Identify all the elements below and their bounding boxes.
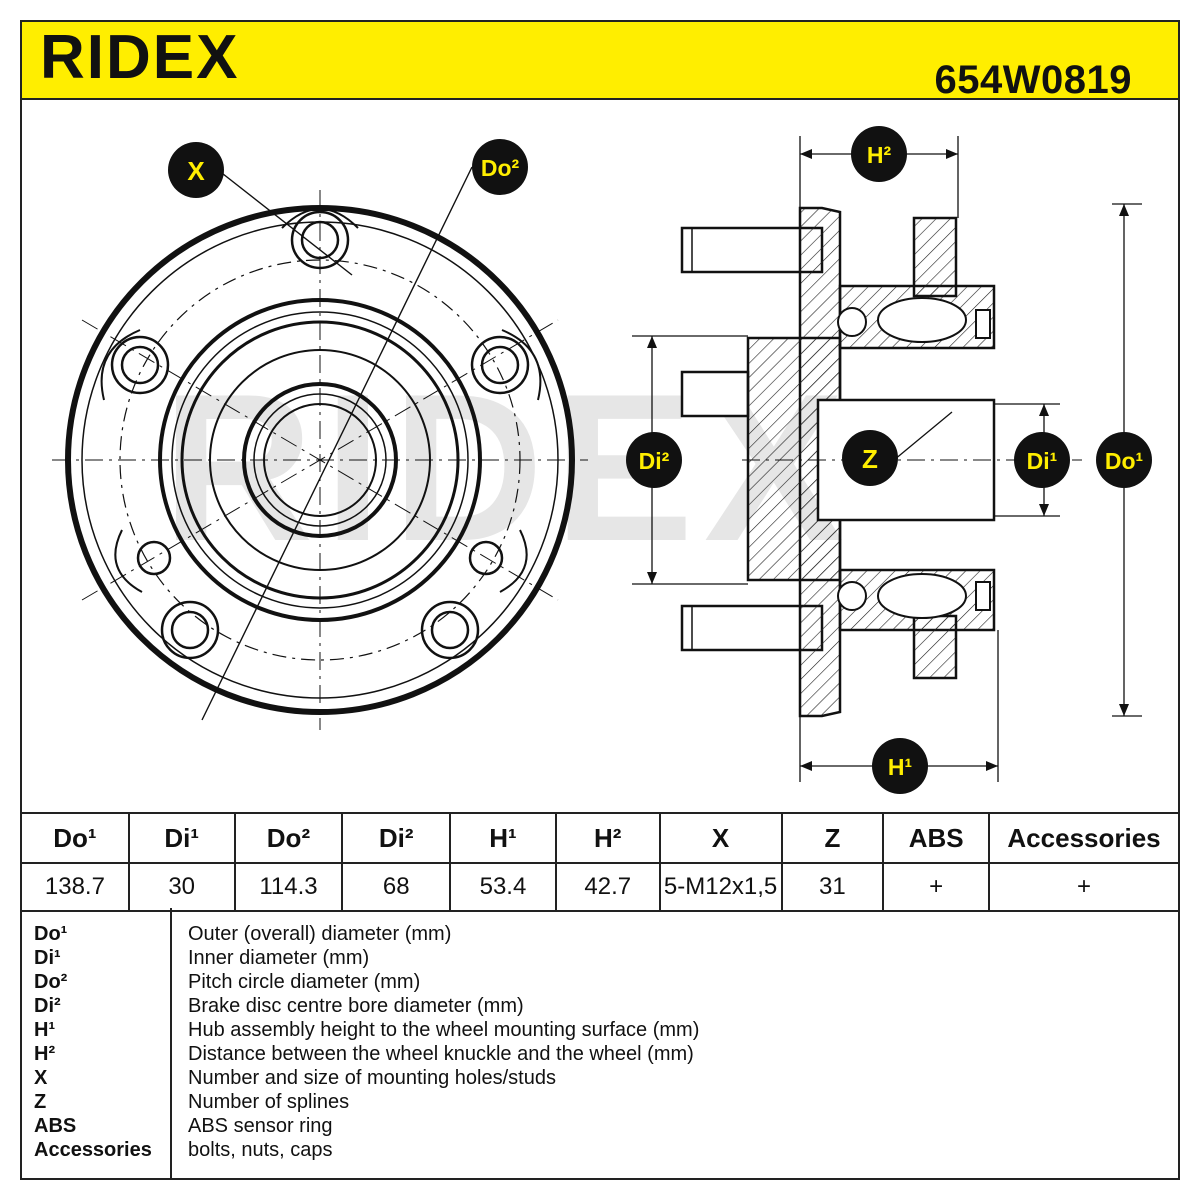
brand-logo-text: RIDEX xyxy=(40,23,239,90)
badge-do2: Do² xyxy=(472,139,528,195)
ridex-logo: RIDEX xyxy=(40,23,239,90)
badge-di1: Di¹ xyxy=(1014,432,1070,488)
legend-row: X Number and size of mounting holes/stud… xyxy=(22,1066,1178,1090)
badge-h1: H¹ xyxy=(872,738,928,794)
value-h1: 53.4 xyxy=(449,862,557,912)
svg-text:X: X xyxy=(187,156,205,186)
legend-desc: bolts, nuts, caps xyxy=(188,1139,333,1161)
legend-row: Do¹ Outer (overall) diameter (mm) xyxy=(22,922,1178,946)
legend-key: X xyxy=(34,1067,48,1089)
header-h2: H² xyxy=(554,812,661,864)
legend-row: ABS ABS sensor ring xyxy=(22,1114,1178,1138)
badge-z: Z xyxy=(842,430,898,486)
legend-key: Di² xyxy=(34,995,61,1017)
legend-desc: Number of splines xyxy=(188,1091,350,1113)
legend-desc: Outer (overall) diameter (mm) xyxy=(188,923,452,945)
value-do1: 138.7 xyxy=(20,862,130,912)
header-x: X xyxy=(658,812,783,864)
svg-text:Di¹: Di¹ xyxy=(1027,448,1058,474)
legend-key: Do¹ xyxy=(34,923,68,945)
svg-text:Do¹: Do¹ xyxy=(1105,448,1143,474)
legend-desc: Brake disc centre bore diameter (mm) xyxy=(188,995,524,1017)
front-view xyxy=(52,166,588,730)
legend-key: ABS xyxy=(34,1115,77,1137)
legend-key: H¹ xyxy=(34,1019,56,1041)
legend-row: Z Number of splines xyxy=(22,1090,1178,1114)
header-di1: Di¹ xyxy=(127,812,236,864)
badge-do1: Do¹ xyxy=(1096,432,1152,488)
legend-key: Accessories xyxy=(34,1139,152,1161)
spec-table: Do¹ Di¹ Do² Di² H¹ H² X Z ABS Accessorie… xyxy=(20,812,1180,912)
legend-desc: Inner diameter (mm) xyxy=(188,947,370,969)
svg-text:H¹: H¹ xyxy=(888,754,912,780)
header-do1: Do¹ xyxy=(20,812,130,864)
legend-row: Di² Brake disc centre bore diameter (mm) xyxy=(22,994,1178,1018)
badge-di2: Di² xyxy=(626,432,682,488)
value-abs: + xyxy=(882,862,991,912)
header-bar: RIDEX 654W0819 xyxy=(20,20,1180,100)
legend-desc: Pitch circle diameter (mm) xyxy=(188,971,421,993)
legend-row: H¹ Hub assembly height to the wheel moun… xyxy=(22,1018,1178,1042)
svg-text:Di²: Di² xyxy=(639,448,670,474)
value-di2: 68 xyxy=(341,862,452,912)
value-accessories: + xyxy=(988,862,1180,912)
header-h1: H¹ xyxy=(449,812,557,864)
header-z: Z xyxy=(780,812,885,864)
legend-desc: Hub assembly height to the wheel mountin… xyxy=(188,1019,700,1041)
value-di1: 30 xyxy=(127,862,236,912)
value-h2: 42.7 xyxy=(554,862,661,912)
legend-row: Di¹ Inner diameter (mm) xyxy=(22,946,1178,970)
svg-text:Z: Z xyxy=(862,444,878,474)
side-view xyxy=(632,136,1142,782)
spec-value-row: 138.7 30 114.3 68 53.4 42.7 5-M12x1,5 31… xyxy=(20,862,1180,912)
legend-key: Z xyxy=(34,1091,47,1113)
header-di2: Di² xyxy=(341,812,452,864)
badge-h2: H² xyxy=(851,126,907,182)
header-do2: Do² xyxy=(233,812,344,864)
legend-key: H² xyxy=(34,1043,56,1065)
badge-x: X xyxy=(168,142,224,198)
legend: Do¹ Outer (overall) diameter (mm) Di¹ In… xyxy=(20,908,1180,1180)
part-number: 654W0819 xyxy=(934,58,1132,102)
value-x: 5-M12x1,5 xyxy=(658,862,783,912)
technical-drawing: RIDEX xyxy=(52,126,1152,794)
value-do2: 114.3 xyxy=(233,862,344,912)
legend-divider xyxy=(170,908,172,1178)
legend-row: H² Distance between the wheel knuckle an… xyxy=(22,1042,1178,1066)
svg-text:H²: H² xyxy=(867,142,892,168)
legend-key: Di¹ xyxy=(34,947,61,969)
legend-key: Do² xyxy=(34,971,68,993)
legend-row: Do² Pitch circle diameter (mm) xyxy=(22,970,1178,994)
header-accessories: Accessories xyxy=(988,812,1180,864)
spec-header-row: Do¹ Di¹ Do² Di² H¹ H² X Z ABS Accessorie… xyxy=(20,812,1180,864)
value-z: 31 xyxy=(780,862,885,912)
legend-row: Accessories bolts, nuts, caps xyxy=(22,1138,1178,1162)
legend-desc: ABS sensor ring xyxy=(188,1115,333,1137)
legend-desc: Distance between the wheel knuckle and t… xyxy=(188,1043,694,1065)
svg-text:Do²: Do² xyxy=(481,155,520,181)
header-abs: ABS xyxy=(882,812,991,864)
legend-desc: Number and size of mounting holes/studs xyxy=(188,1067,556,1089)
